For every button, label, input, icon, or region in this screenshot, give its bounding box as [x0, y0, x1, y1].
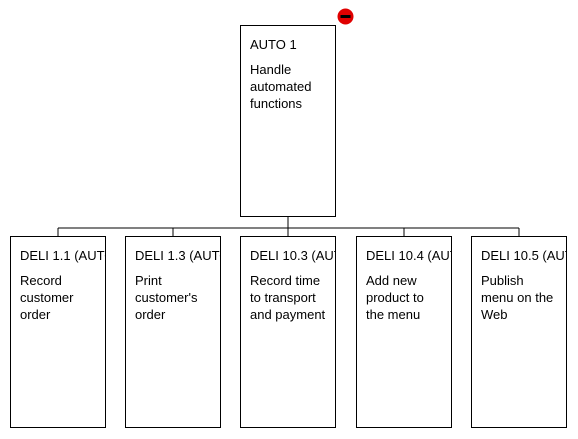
node-label: Handle automated functions: [250, 62, 312, 111]
child-node-deli-10-3[interactable]: DELI 10.3 (AUTO 1) Record time to transp…: [240, 236, 336, 428]
node-label: Record time to transport and payment: [250, 273, 326, 322]
child-node-deli-10-4[interactable]: DELI 10.4 (AUTO 1) Add new product to th…: [356, 236, 452, 428]
child-node-deli-10-5[interactable]: DELI 10.5 (AUTO 1) Publish menu on the W…: [471, 236, 567, 428]
node-label: Record customer order: [20, 273, 74, 322]
node-label: Print customer's order: [135, 273, 198, 322]
node-id: AUTO 1: [250, 37, 297, 52]
node-id: DELI 1.1 (AUTO 1): [20, 248, 105, 263]
node-id: DELI 10.5 (AUTO 1): [481, 248, 566, 263]
collapse-minus-icon[interactable]: [337, 8, 354, 25]
node-label: Publish menu on the Web: [481, 273, 554, 322]
node-id: DELI 1.3 (AUTO 1): [135, 248, 220, 263]
child-node-deli-1-3[interactable]: DELI 1.3 (AUTO 1) Print customer's order: [125, 236, 221, 428]
root-node-auto-1[interactable]: AUTO 1 Handle automated functions: [240, 25, 336, 217]
node-id: DELI 10.4 (AUTO 1): [366, 248, 451, 263]
child-node-deli-1-1[interactable]: DELI 1.1 (AUTO 1) Record customer order: [10, 236, 106, 428]
node-id: DELI 10.3 (AUTO 1): [250, 248, 335, 263]
node-label: Add new product to the menu: [366, 273, 424, 322]
